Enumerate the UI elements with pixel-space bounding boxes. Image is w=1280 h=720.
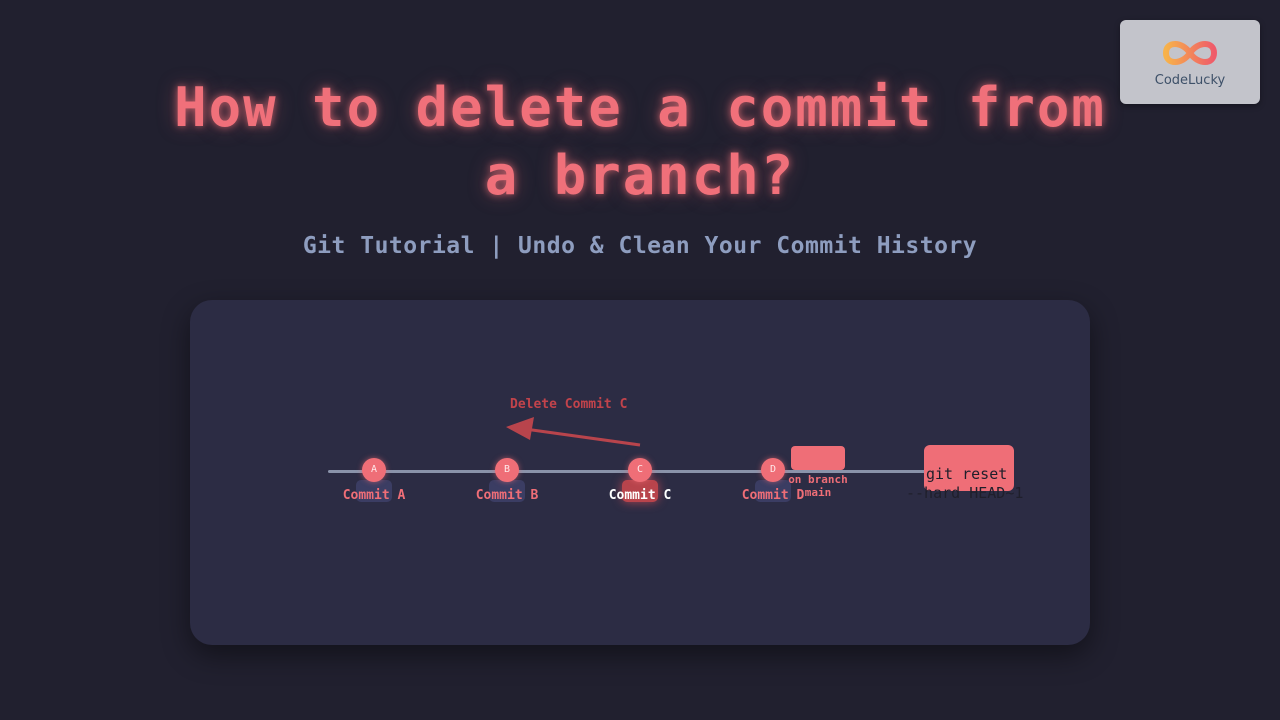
page-subtitle: Git Tutorial | Undo & Clean Your Commit … [302, 233, 978, 259]
commit-base-deleted [622, 480, 658, 502]
branch-tag [791, 446, 845, 470]
delete-arrow [506, 417, 641, 447]
commit-letter: A [370, 464, 378, 475]
commit-timeline [328, 470, 926, 473]
logo-text: CodeLucky [1154, 73, 1226, 88]
branch-label-line-2: main [804, 486, 832, 499]
commit-base [356, 480, 392, 502]
branch-label-line-1: on branch [788, 473, 848, 486]
reset-command-args: --hard HEAD~1 [906, 484, 1024, 502]
branch-label: on branch main [778, 473, 858, 499]
reset-command: git reset [926, 465, 1008, 483]
codelucky-logo: CodeLucky [1120, 20, 1260, 104]
infinity-logo-icon [1162, 41, 1218, 65]
commit-node[interactable]: A [362, 458, 386, 482]
commit-node[interactable]: D [761, 458, 785, 482]
delete-annotation: Delete Commit C [510, 397, 628, 412]
commit-label: Commit D [741, 488, 805, 503]
commit-label: Commit A [342, 488, 406, 503]
commit-label-deleted: Commit C [608, 488, 672, 503]
commit-base [755, 480, 791, 502]
commit-letter: C [636, 464, 644, 475]
commit-letter: D [769, 464, 777, 475]
diagram-card: Delete Commit C A Commit A B Commit B C … [190, 300, 1090, 645]
commit-letter: B [503, 464, 511, 475]
commit-node[interactable]: B [495, 458, 519, 482]
page-title-line-1: How to delete a commit from [174, 76, 1106, 139]
reset-command-box [924, 445, 1014, 491]
commit-label: Commit B [475, 488, 539, 503]
page-title: How to delete a commit from a branch? [0, 74, 1280, 210]
page-title-line-2: a branch? [484, 144, 796, 207]
commit-base [489, 480, 525, 502]
commit-node-deleted[interactable]: C [628, 458, 652, 482]
